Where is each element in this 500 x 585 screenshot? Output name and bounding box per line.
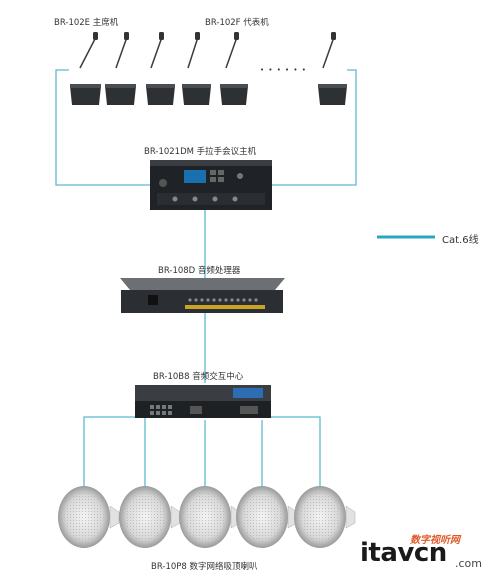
mic-delegate bbox=[146, 32, 175, 105]
label-speakers: BR-10P8 数字网络吸顶喇叭 bbox=[151, 562, 258, 572]
conference-host-unit bbox=[150, 160, 272, 210]
label-host: BR-1021DM 手拉手会议主机 bbox=[144, 147, 257, 157]
connection-left-loop bbox=[55, 69, 150, 186]
ceiling-speaker bbox=[119, 486, 181, 548]
label-processor: BR-108D 音频处理器 bbox=[158, 266, 241, 276]
mic-delegate bbox=[318, 32, 347, 105]
watermark-brand-domain: .com bbox=[455, 557, 482, 570]
label-delegate: BR-102F 代表机 bbox=[205, 18, 269, 28]
ceiling-speaker bbox=[236, 486, 298, 548]
mic-chairman bbox=[70, 32, 101, 105]
label-chairman: BR-102E 主席机 bbox=[54, 18, 119, 28]
watermark-brand-main: itavcn bbox=[360, 538, 447, 568]
legend-label: Cat.6线 bbox=[442, 235, 479, 246]
label-exchange: BR-10B8 音频交互中心 bbox=[153, 372, 244, 382]
label-ellipsis: • • • • • • bbox=[260, 66, 307, 74]
connection-right-loop bbox=[272, 69, 357, 186]
ceiling-speaker bbox=[179, 486, 241, 548]
connection-speaker-1 bbox=[83, 416, 135, 487]
connection-speaker-5 bbox=[270, 416, 321, 487]
mic-delegate bbox=[182, 32, 211, 105]
cat6-connections bbox=[55, 69, 357, 487]
mic-delegate bbox=[220, 32, 248, 105]
ceiling-speaker bbox=[294, 486, 356, 548]
mic-delegate bbox=[105, 32, 136, 105]
audio-processor-unit bbox=[120, 278, 285, 313]
ceiling-speaker bbox=[58, 486, 120, 548]
audio-exchange-unit bbox=[135, 385, 271, 418]
watermark-brand-top: 数字视听网 bbox=[410, 535, 460, 546]
